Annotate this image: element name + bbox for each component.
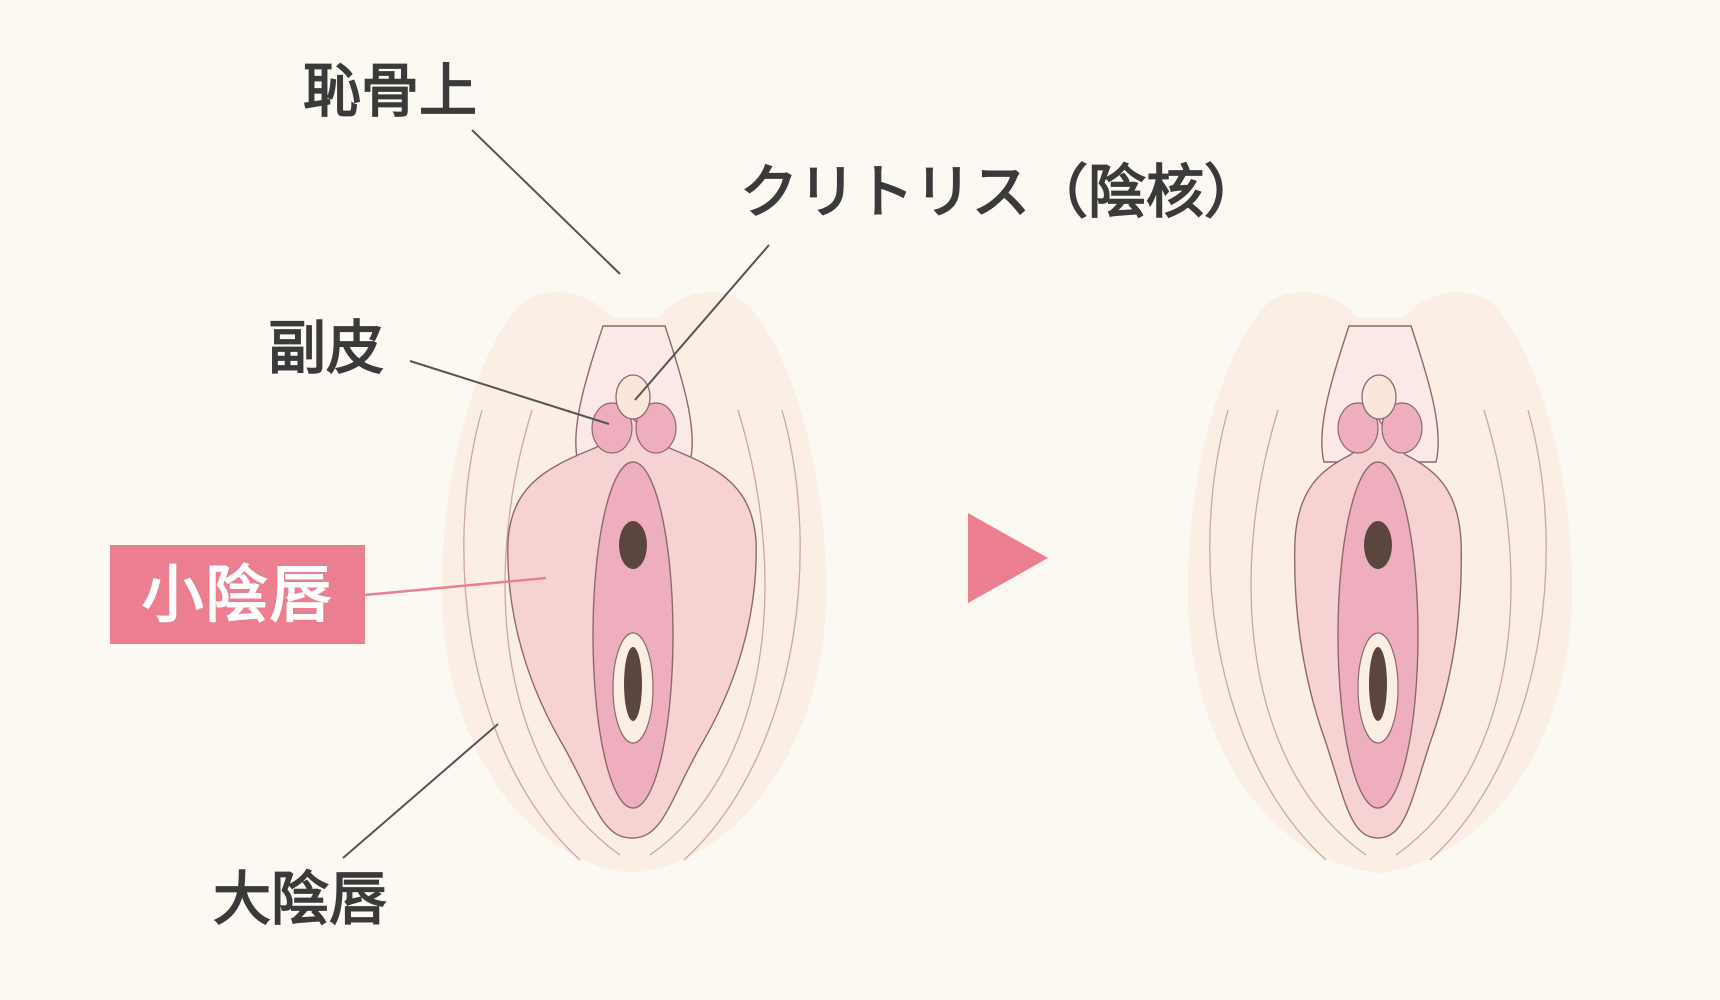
leader-line-prepuce bbox=[409, 360, 610, 425]
labia-minora-tag: 小陰唇 bbox=[110, 545, 365, 644]
vaginal-opening-after bbox=[1369, 647, 1387, 721]
label-mons-pubis: 恥骨上 bbox=[303, 57, 478, 125]
arrow-right-icon bbox=[968, 513, 1048, 603]
anatomy-after bbox=[1187, 292, 1573, 873]
label-labia-minora: 小陰唇 bbox=[141, 557, 334, 631]
label-prepuce: 副皮 bbox=[268, 314, 385, 382]
urethral-opening-after bbox=[1364, 521, 1392, 569]
prepuce-lobe-left bbox=[591, 402, 633, 454]
prepuce-lobe-left-after bbox=[1337, 402, 1379, 454]
labia-minora-highlight-box bbox=[110, 545, 365, 644]
label-clitoris: クリトリス（陰核） bbox=[740, 158, 1263, 226]
leader-line-clitoris bbox=[634, 244, 770, 401]
prepuce-lobe-right-after bbox=[1381, 402, 1423, 454]
vaginal-opening-before bbox=[624, 647, 642, 721]
clitoris-after bbox=[1361, 374, 1397, 420]
leader-line-mons-pubis bbox=[471, 129, 621, 275]
label-labia-majora: 大陰唇 bbox=[213, 865, 388, 933]
clitoris-before bbox=[615, 374, 651, 420]
urethral-opening-before bbox=[619, 521, 647, 569]
anatomy-before bbox=[441, 292, 827, 873]
leader-line-labia-majora bbox=[342, 723, 499, 859]
leader-line-labia-minora bbox=[364, 576, 547, 597]
prepuce-lobe-right bbox=[635, 402, 677, 454]
